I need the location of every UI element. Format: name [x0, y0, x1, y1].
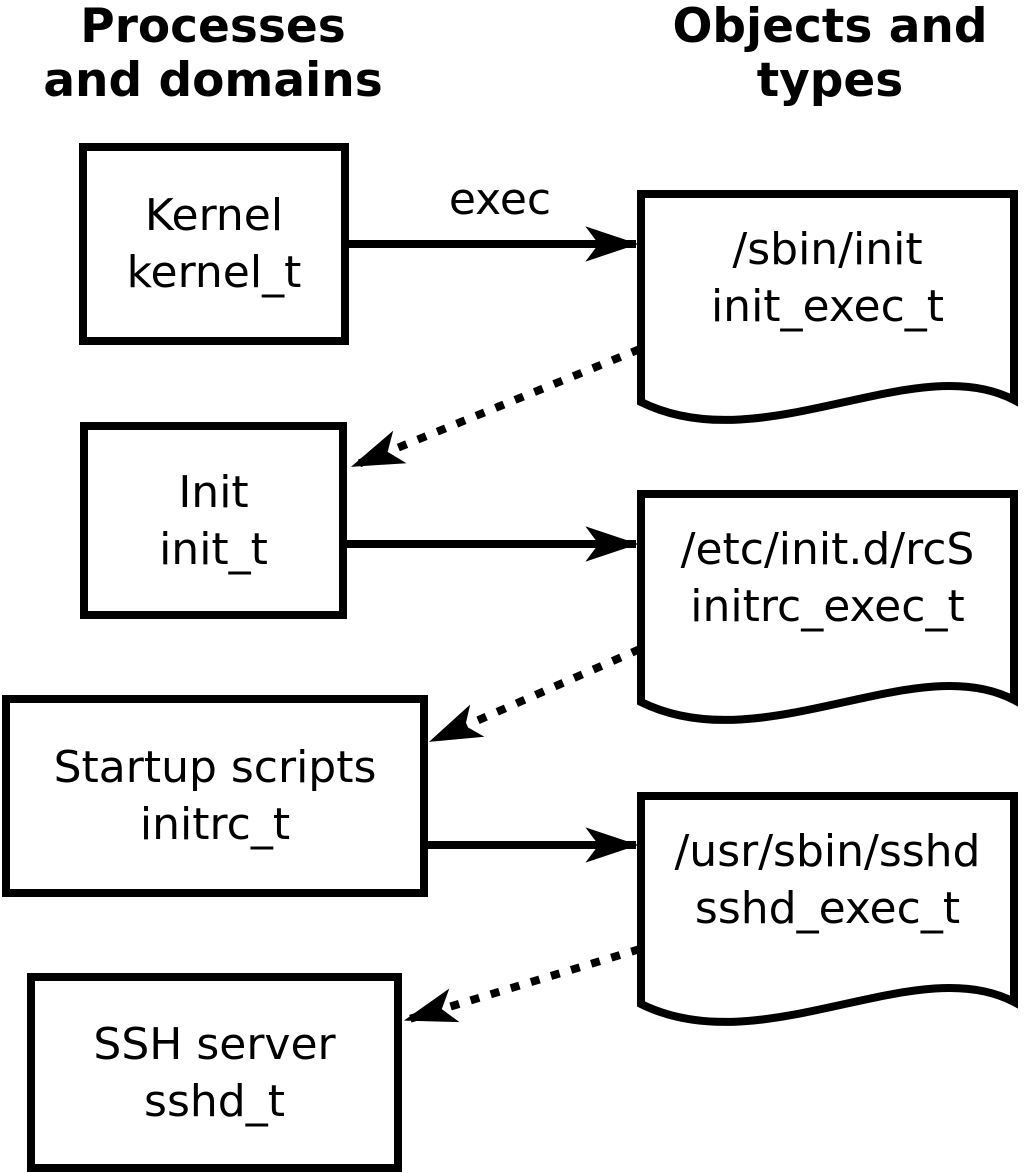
- object-node-etc-initd-rcs: /etc/init.d/rcS initrc_exec_t: [637, 490, 1018, 665]
- transition-arrow-sshd-to-sshd-t: [403, 945, 642, 1024]
- object-type: init_exec_t: [710, 280, 945, 332]
- transition-arrow-rcs-to-initrc-t: [428, 645, 642, 745]
- process-node-startup-scripts: Startup scripts initrc_t: [2, 695, 428, 897]
- object-path: /usr/sbin/sshd: [674, 825, 981, 877]
- process-name: Kernel: [144, 190, 284, 241]
- process-node-kernel: Kernel kernel_t: [79, 143, 349, 345]
- object-type: initrc_exec_t: [690, 580, 965, 632]
- transition-arrow-sbin-init-to-init-t: [350, 345, 642, 470]
- left-column-header-line1: Processes: [80, 0, 346, 54]
- document-shape-etc-initd-rcs: [637, 490, 1018, 724]
- object-path: /etc/init.d/rcS: [680, 523, 975, 575]
- document-shape-usr-sbin-sshd: [637, 792, 1018, 1026]
- process-node-ssh-server: SSH server sshd_t: [27, 973, 402, 1172]
- process-name: Startup scripts: [53, 742, 377, 793]
- process-domain-type: kernel_t: [126, 247, 302, 298]
- document-shape-sbin-init: [637, 190, 1018, 424]
- process-domain-type: initrc_t: [139, 799, 291, 850]
- object-node-sbin-init: /sbin/init init_exec_t: [637, 190, 1018, 365]
- object-node-usr-sbin-sshd: /usr/sbin/sshd sshd_exec_t: [637, 792, 1018, 967]
- process-name: Init: [178, 466, 249, 518]
- object-path: /sbin/init: [732, 223, 923, 275]
- right-column-header: Objects and types: [640, 0, 1020, 108]
- right-column-header-line2: types: [756, 53, 904, 108]
- right-column-header-line1: Objects and: [672, 0, 988, 54]
- process-name: SSH server: [93, 1018, 336, 1070]
- exec-edge-label: exec: [448, 174, 552, 225]
- process-domain-type: sshd_t: [144, 1075, 285, 1127]
- left-column-header-line2: and domains: [43, 53, 383, 108]
- process-node-init: Init init_t: [80, 422, 347, 619]
- process-domain-type: init_t: [159, 523, 268, 575]
- left-column-header: Processes and domains: [27, 0, 399, 108]
- object-type: sshd_exec_t: [694, 882, 961, 934]
